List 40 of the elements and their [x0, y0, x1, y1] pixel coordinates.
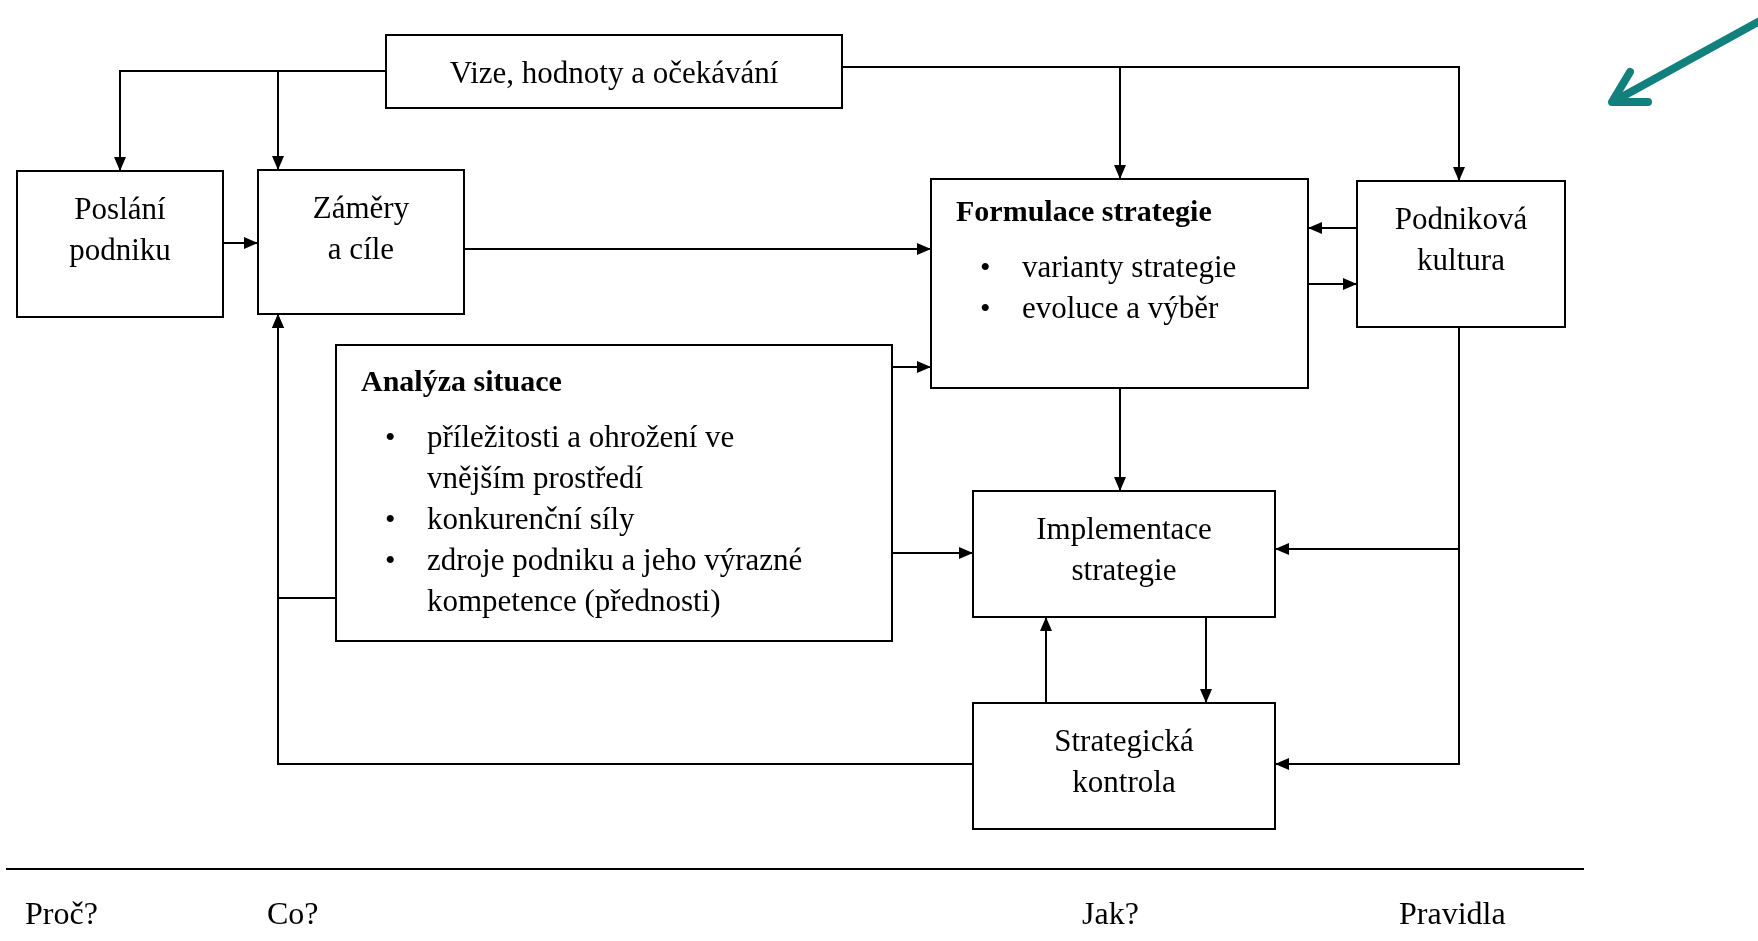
box-text: Strategická kontrola [1053, 722, 1195, 801]
bullet-item: zdroje podniku a jeho výrazné kompetence (přednosti) [427, 541, 804, 620]
arrow [892, 361, 931, 373]
bullet: • [384, 419, 397, 455]
bullet-item: evoluce a výběr [1022, 289, 1219, 327]
box-text: Podniková kultura [1393, 200, 1529, 279]
arrow [272, 70, 386, 170]
column-label: Jak? [1082, 894, 1139, 933]
process-box [257, 169, 465, 315]
box-heading: Analýza situace [361, 363, 563, 399]
box-text: Vize, hodnoty a očekávání [449, 54, 779, 92]
box-text: Poslání podniku [68, 190, 172, 269]
column-label: Proč? [25, 894, 98, 933]
bullet-item: konkurenční síly [427, 500, 636, 538]
column-label: Co? [267, 894, 319, 933]
process-box [972, 702, 1276, 830]
arrow [892, 547, 973, 559]
process-box [335, 344, 893, 642]
box-text: Záměry a cíle [311, 189, 411, 268]
arrow [1114, 388, 1126, 491]
bullet: • [979, 290, 992, 326]
column-label: Pravidla [1399, 894, 1506, 933]
process-box [1356, 180, 1566, 328]
bullet-item: varianty strategie [1022, 248, 1237, 286]
arrow [223, 237, 258, 249]
arrow [1200, 617, 1212, 703]
process-box [930, 178, 1309, 389]
process-box [16, 170, 224, 318]
process-box [385, 34, 843, 109]
arrow [272, 314, 973, 765]
box-text: Implementace strategie [1035, 510, 1213, 589]
arrow [1040, 617, 1052, 703]
arrow [1308, 278, 1357, 290]
process-box [972, 490, 1276, 618]
box-heading: Formulace strategie [956, 193, 1213, 229]
bullet: • [384, 542, 397, 578]
arrow [464, 243, 931, 255]
bullet: • [384, 501, 397, 537]
bullet: • [979, 249, 992, 285]
arrow [1308, 222, 1357, 234]
